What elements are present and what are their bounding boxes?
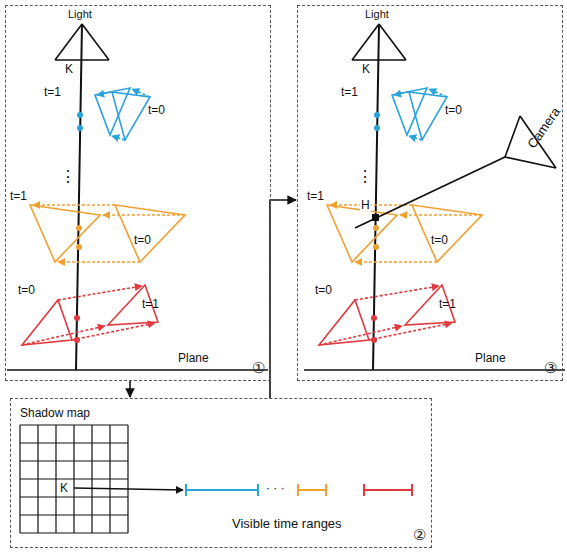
point-label: K (361, 63, 371, 76)
light-label: Light (68, 8, 92, 20)
plane-label: Plane (475, 352, 506, 365)
ellipsis: ⋮ (357, 168, 373, 186)
caption-label: Visible time ranges (232, 517, 342, 531)
time-label: t=1 (439, 298, 456, 311)
time-label: t=1 (341, 86, 358, 99)
ellipsis: ⋮ (60, 168, 76, 186)
plane-label: Plane (178, 352, 209, 365)
step-number: ② (413, 526, 426, 544)
stage-panel: ① (5, 5, 271, 381)
stage-panel: ③ (297, 5, 563, 381)
time-label: t=0 (431, 234, 448, 247)
light-label: Light (365, 8, 389, 20)
ellipsis: · · · (266, 482, 285, 495)
stage-panel: ② (10, 398, 432, 548)
point-label: K (64, 63, 74, 76)
point-label: K (60, 482, 68, 495)
time-label: t=1 (142, 298, 159, 311)
map-title: Shadow map (20, 407, 90, 420)
time-label: t=1 (44, 86, 61, 99)
flow-arrow (270, 200, 296, 398)
flow-arrow (129, 381, 131, 397)
time-label: t=0 (315, 284, 332, 297)
time-label: t=0 (148, 104, 165, 117)
time-label: t=1 (10, 190, 27, 203)
time-label: t=0 (18, 284, 35, 297)
step-number: ③ (544, 359, 557, 377)
time-label: t=0 (445, 104, 462, 117)
time-label: t=0 (134, 234, 151, 247)
hit-point-label: H (360, 199, 371, 212)
camera-label: Camera (525, 105, 563, 151)
time-label: t=1 (307, 190, 324, 203)
step-number: ① (252, 359, 265, 377)
